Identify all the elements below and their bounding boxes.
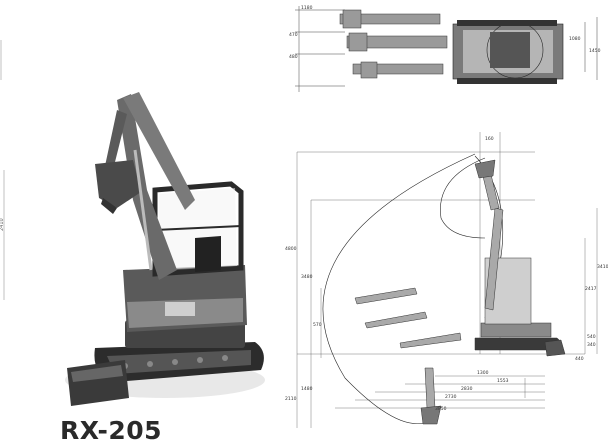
side-dim-right-1: 3410 xyxy=(597,264,608,270)
top-view-drawing: 1180 470 480 1080 1450 xyxy=(289,5,601,92)
side-dim-left-1: 4800 xyxy=(285,246,297,252)
top-dim-3: 480 xyxy=(289,54,298,60)
side-dim-left-4: 1480 xyxy=(301,386,313,392)
top-dim-1: 1180 xyxy=(301,5,313,11)
side-dim-bottom-2: 1553 xyxy=(497,378,509,384)
working-range-drawing: 160 4800 3480 570 1480 2110 3410 2417 54… xyxy=(285,132,608,428)
side-dim-right-4: 340 xyxy=(587,342,596,348)
side-dim-left-3: 570 xyxy=(313,322,322,328)
left-margin-remnant: 2410 xyxy=(0,40,5,300)
side-dim-bottom-5: 3850 xyxy=(435,406,447,412)
side-dim-top: 160 xyxy=(485,136,494,142)
side-dim-bottom-1: 1300 xyxy=(477,370,489,376)
excavator-photo xyxy=(65,92,265,406)
side-dim-bottom-4: 2730 xyxy=(445,394,457,400)
margin-label: 2410 xyxy=(0,218,5,231)
top-dim-5: 1450 xyxy=(589,48,601,54)
top-dim-4: 1080 xyxy=(569,36,581,42)
side-dim-right-2: 2417 xyxy=(585,286,597,292)
top-dim-2: 470 xyxy=(289,32,298,38)
side-dim-right-3: 540 xyxy=(587,334,596,340)
side-dim-left-2: 3480 xyxy=(301,274,313,280)
side-dim-bottom-3: 2830 xyxy=(461,386,473,392)
side-dim-left-5: 2110 xyxy=(285,396,297,402)
model-name: RX-205 xyxy=(60,416,163,445)
side-dim-right-5: 440 xyxy=(575,356,584,362)
